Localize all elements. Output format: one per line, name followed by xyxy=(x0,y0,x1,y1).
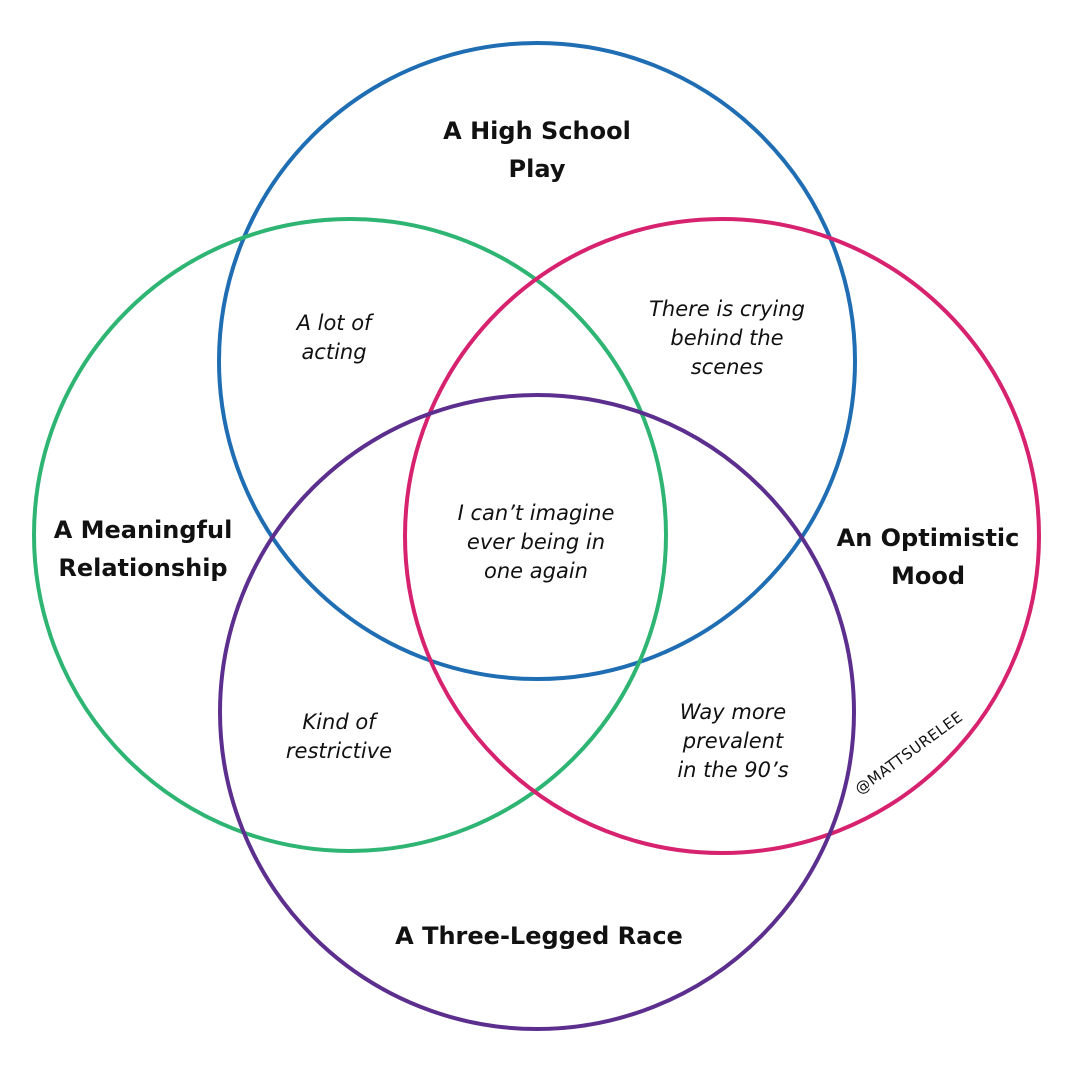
region-line: restrictive xyxy=(285,739,393,763)
region-line: I can’t imagine xyxy=(457,501,615,525)
circle-three-legged-race xyxy=(218,393,856,1031)
label-line: A Meaningful xyxy=(53,516,233,544)
region-line: in the 90’s xyxy=(677,758,789,782)
region-center: I can’t imagine ever being in one again xyxy=(458,499,615,586)
region-line: one again xyxy=(484,559,588,583)
region-line: ever being in xyxy=(466,530,606,554)
set-label-meaningful-relationship: A Meaningful Relationship xyxy=(54,511,233,587)
region-relationship-race: Kind of restrictive xyxy=(286,708,392,766)
region-mood-race: Way more prevalent in the 90’s xyxy=(677,698,788,785)
region-line: Way more xyxy=(679,700,787,724)
set-label-high-school-play: A High School Play xyxy=(443,112,631,188)
label-line: Play xyxy=(508,155,566,183)
label-line: A High School xyxy=(443,117,631,145)
set-label-three-legged-race: A Three-Legged Race xyxy=(395,917,683,955)
region-line: There is crying xyxy=(649,297,805,321)
label-line: Relationship xyxy=(58,554,228,582)
label-line: An Optimistic xyxy=(836,524,1020,552)
circle-meaningful-relationship xyxy=(32,217,668,853)
region-play-relationship: A lot of acting xyxy=(297,309,372,367)
circle-high-school-play xyxy=(217,41,857,681)
region-line: prevalent xyxy=(682,729,784,753)
circle-optimistic-mood xyxy=(403,217,1041,855)
region-line: behind the xyxy=(670,326,784,350)
region-line: scenes xyxy=(690,355,764,379)
label-line: A Three-Legged Race xyxy=(395,922,683,950)
region-line: acting xyxy=(301,340,367,364)
region-line: Kind of xyxy=(302,710,376,734)
set-label-optimistic-mood: An Optimistic Mood xyxy=(837,519,1020,595)
label-line: Mood xyxy=(890,562,966,590)
region-play-mood: There is crying behind the scenes xyxy=(649,295,805,382)
region-line: A lot of xyxy=(296,311,372,335)
